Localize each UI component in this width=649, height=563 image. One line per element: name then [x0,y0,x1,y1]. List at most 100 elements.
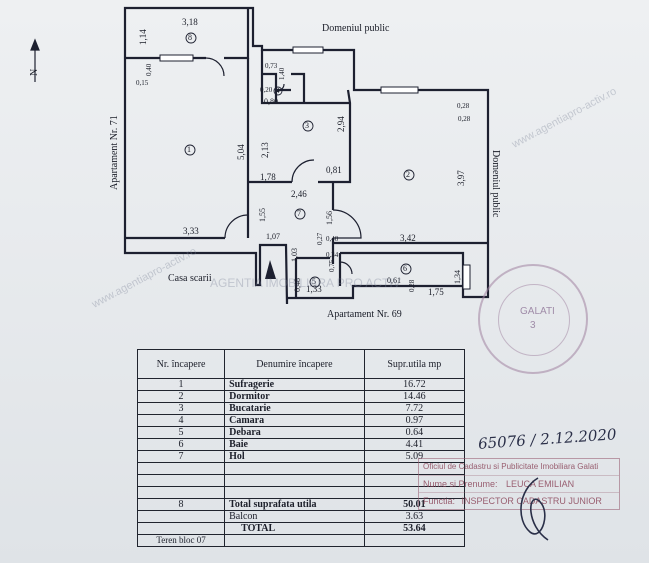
room-number-4: 4 [276,87,280,95]
dim-r7-c: 1,03 [290,248,299,262]
cell-area: 0.97 [363,414,466,427]
dim-r4-c: 0,20 [260,86,273,94]
cell-nr: 4 [136,414,226,427]
dim-r2-bottom: 3,42 [400,233,416,243]
floor-plan: N Domeniul public Domeniul public Aparta… [29,6,619,320]
dim-r4-d: 0,80 [264,97,278,106]
cell-name: Hol [224,450,365,463]
cell-area: 3.63 [363,510,466,523]
cell-name: Sufragerie [224,378,365,391]
room-number-1: 1 [187,145,191,154]
dim-r6-h: 1,34 [453,270,462,284]
label-bottom-neighbor: Apartament Nr. 69 [327,309,402,320]
cell-area: 4.41 [363,438,466,451]
dim-r7-f: 0,40 [326,235,339,243]
cell-nr: 2 [136,390,226,403]
table-header-row: Nr. încapere Denumire încapere Supr.util… [136,349,466,379]
header-area: Supr.utila mp [363,349,466,379]
dim-r7-h: 0,75 [328,259,336,272]
room-number-5: 5 [312,277,316,286]
stamp-number: 3 [530,320,536,331]
cell-nr: 7 [136,450,226,463]
cell-nr: 3 [136,402,226,415]
floor-plan-drawing [30,6,490,305]
cell-name: Total suprafata utila [224,498,365,511]
cell-name: Bucatarie [224,402,365,415]
seal-name-value: LEUCA EMILIAN [506,479,575,489]
dim-r1-side: 5,04 [236,144,246,160]
room-number-3: 3 [305,121,309,130]
dim-r1-w1: 0,40 [145,63,153,76]
dim-r6-c: 1,75 [428,287,444,297]
dim-r1-bottom: 3,33 [183,226,199,236]
round-stamp: GALATI 3 [478,264,588,374]
label-stairs: Casa scarii [168,273,212,284]
cell-area: 14.46 [363,390,466,403]
label-right-neighbor: Domeniul public [490,150,501,218]
cell-nr [136,474,226,487]
dim-r6-b: 0,28 [408,279,416,292]
dim-r3-h: 2,13 [260,142,270,158]
cell-empty [224,534,365,547]
cell-nr [136,522,226,535]
cell-name [224,486,365,499]
dim-r3-bottom: 1,78 [260,172,276,182]
seal-name-row: Nume si Prenume: LEUCA EMILIAN [419,476,619,493]
label-top-neighbor: Domeniul public [322,23,390,34]
dim-r3-b: 0,81 [326,165,342,175]
dim-r4-a: 0,73 [265,62,278,70]
room-number-8: 8 [188,33,192,42]
cell-name: Camara [224,414,365,427]
cell-nr [136,510,226,523]
dim-r4-b: 1,40 [278,67,286,80]
cell-name: Dormitor [224,390,365,403]
label-left-neighbor: Apartament Nr. 71 [109,115,120,190]
seal-office: Oficiul de Cadastru si Publicitate Imobi… [419,459,619,476]
dim-r2-a: 0,28 [457,102,470,110]
round-stamp-inner [498,284,570,356]
dim-r2-b: 0,28 [458,115,471,123]
cell-nr: 6 [136,438,226,451]
dim-r1-w2: 0,15 [136,79,149,87]
dim-r2-h: 3,97 [456,170,466,186]
cell-nr: 1 [136,378,226,391]
cell-area: 0.64 [363,426,466,439]
cell-area: 7.72 [363,402,466,415]
dim-r7-left: 1,07 [266,232,280,241]
stamp-center-text: GALATI [520,306,555,317]
seal-name-label: Nume si Prenume: [423,479,498,489]
cell-empty [363,534,466,547]
cell-area: 53.64 [363,522,466,535]
dim-r3-w: 2,94 [336,116,346,132]
table-row [136,486,466,499]
dim-r7-top: 2,46 [291,189,307,199]
handwritten-reference: 65076 / 2.12.2020 [477,425,618,453]
dim-r7-g: 0,34 [326,251,339,259]
dim-r8-left: 1,14 [138,29,148,45]
cell-nr: 5 [136,426,226,439]
cell-name [224,462,365,475]
cell-nr [136,486,226,499]
signature [520,477,549,541]
room-number-2: 2 [406,170,410,179]
dim-r6-a: 0,61 [387,276,401,285]
area-table: Nr. încapere Denumire încapere Supr.util… [136,349,466,547]
cell-name: Debara [224,426,365,439]
table-row [136,474,466,487]
room-number-7: 7 [297,209,301,218]
watermark-center: AGENTIA IMOBILIARA PRO ACTIV [210,276,401,290]
cell-area: 16.72 [363,378,466,391]
table-row-footer: Teren bloc 07 [136,534,466,547]
seal-role-label: Functia: [423,496,456,506]
cell-name: Baie [224,438,365,451]
dim-hall-gap: 1,55 [258,208,267,222]
